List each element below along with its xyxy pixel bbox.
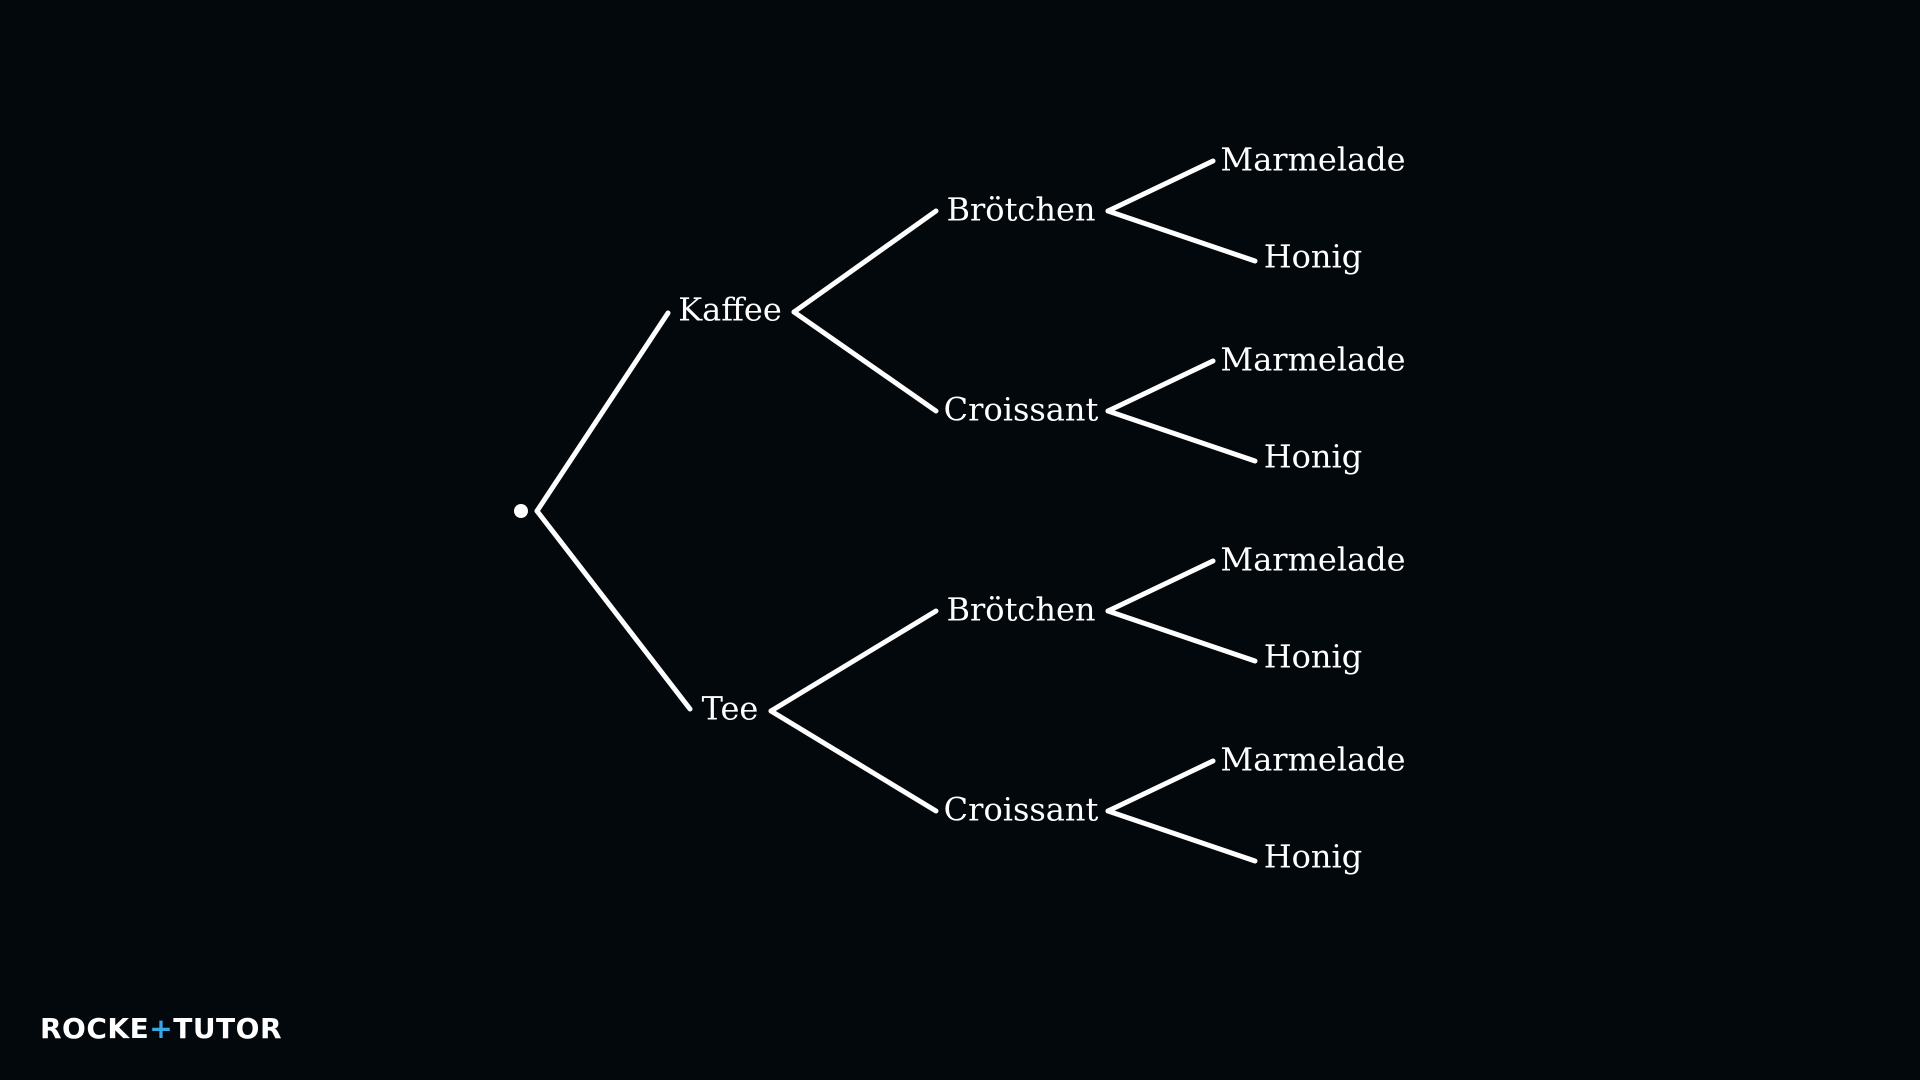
- leaf-kb-marmelade: Marmelade: [1220, 141, 1405, 179]
- node-tee-broetchen: Brötchen: [946, 591, 1095, 629]
- node-tee: Tee: [702, 690, 759, 728]
- logo-text-part1: ROCKE: [40, 1011, 150, 1045]
- branch-tee-broetchen: [768, 608, 939, 714]
- leaf-kc-marmelade: Marmelade: [1220, 341, 1405, 379]
- leaf-tc-marmelade: Marmelade: [1220, 741, 1405, 779]
- logo-text-part4: R: [259, 1011, 283, 1045]
- leaf-kc-honig: Honig: [1264, 438, 1363, 476]
- logo-rocket-icon: +: [149, 1011, 174, 1045]
- branch-tc-marmelade: [1105, 758, 1216, 814]
- node-tee-croissant: Croissant: [944, 791, 1099, 829]
- branch-tb-honig: [1105, 608, 1258, 664]
- logo-text-part3: TUTO: [173, 1011, 260, 1045]
- branch-tee-croissant: [768, 708, 939, 814]
- branch-tc-honig: [1105, 808, 1258, 864]
- branch-root-tee: [534, 508, 693, 712]
- branch-kaffee-broetchen: [791, 208, 939, 315]
- branch-tb-marmelade: [1105, 558, 1216, 614]
- node-kaffee-broetchen: Brötchen: [946, 191, 1095, 229]
- leaf-tb-honig: Honig: [1264, 638, 1363, 676]
- branch-root-kaffee: [534, 310, 671, 514]
- branch-kc-honig: [1105, 408, 1258, 464]
- leaf-tc-honig: Honig: [1264, 838, 1363, 876]
- branch-kb-marmelade: [1105, 158, 1216, 214]
- node-kaffee-croissant: Croissant: [944, 391, 1099, 429]
- leaf-kb-honig: Honig: [1264, 238, 1363, 276]
- node-kaffee: Kaffee: [678, 291, 782, 329]
- root-node: [514, 504, 528, 518]
- leaf-tb-marmelade: Marmelade: [1220, 541, 1405, 579]
- branch-kb-honig: [1105, 208, 1258, 264]
- branch-kc-marmelade: [1105, 358, 1216, 414]
- branch-kaffee-croissant: [791, 309, 939, 414]
